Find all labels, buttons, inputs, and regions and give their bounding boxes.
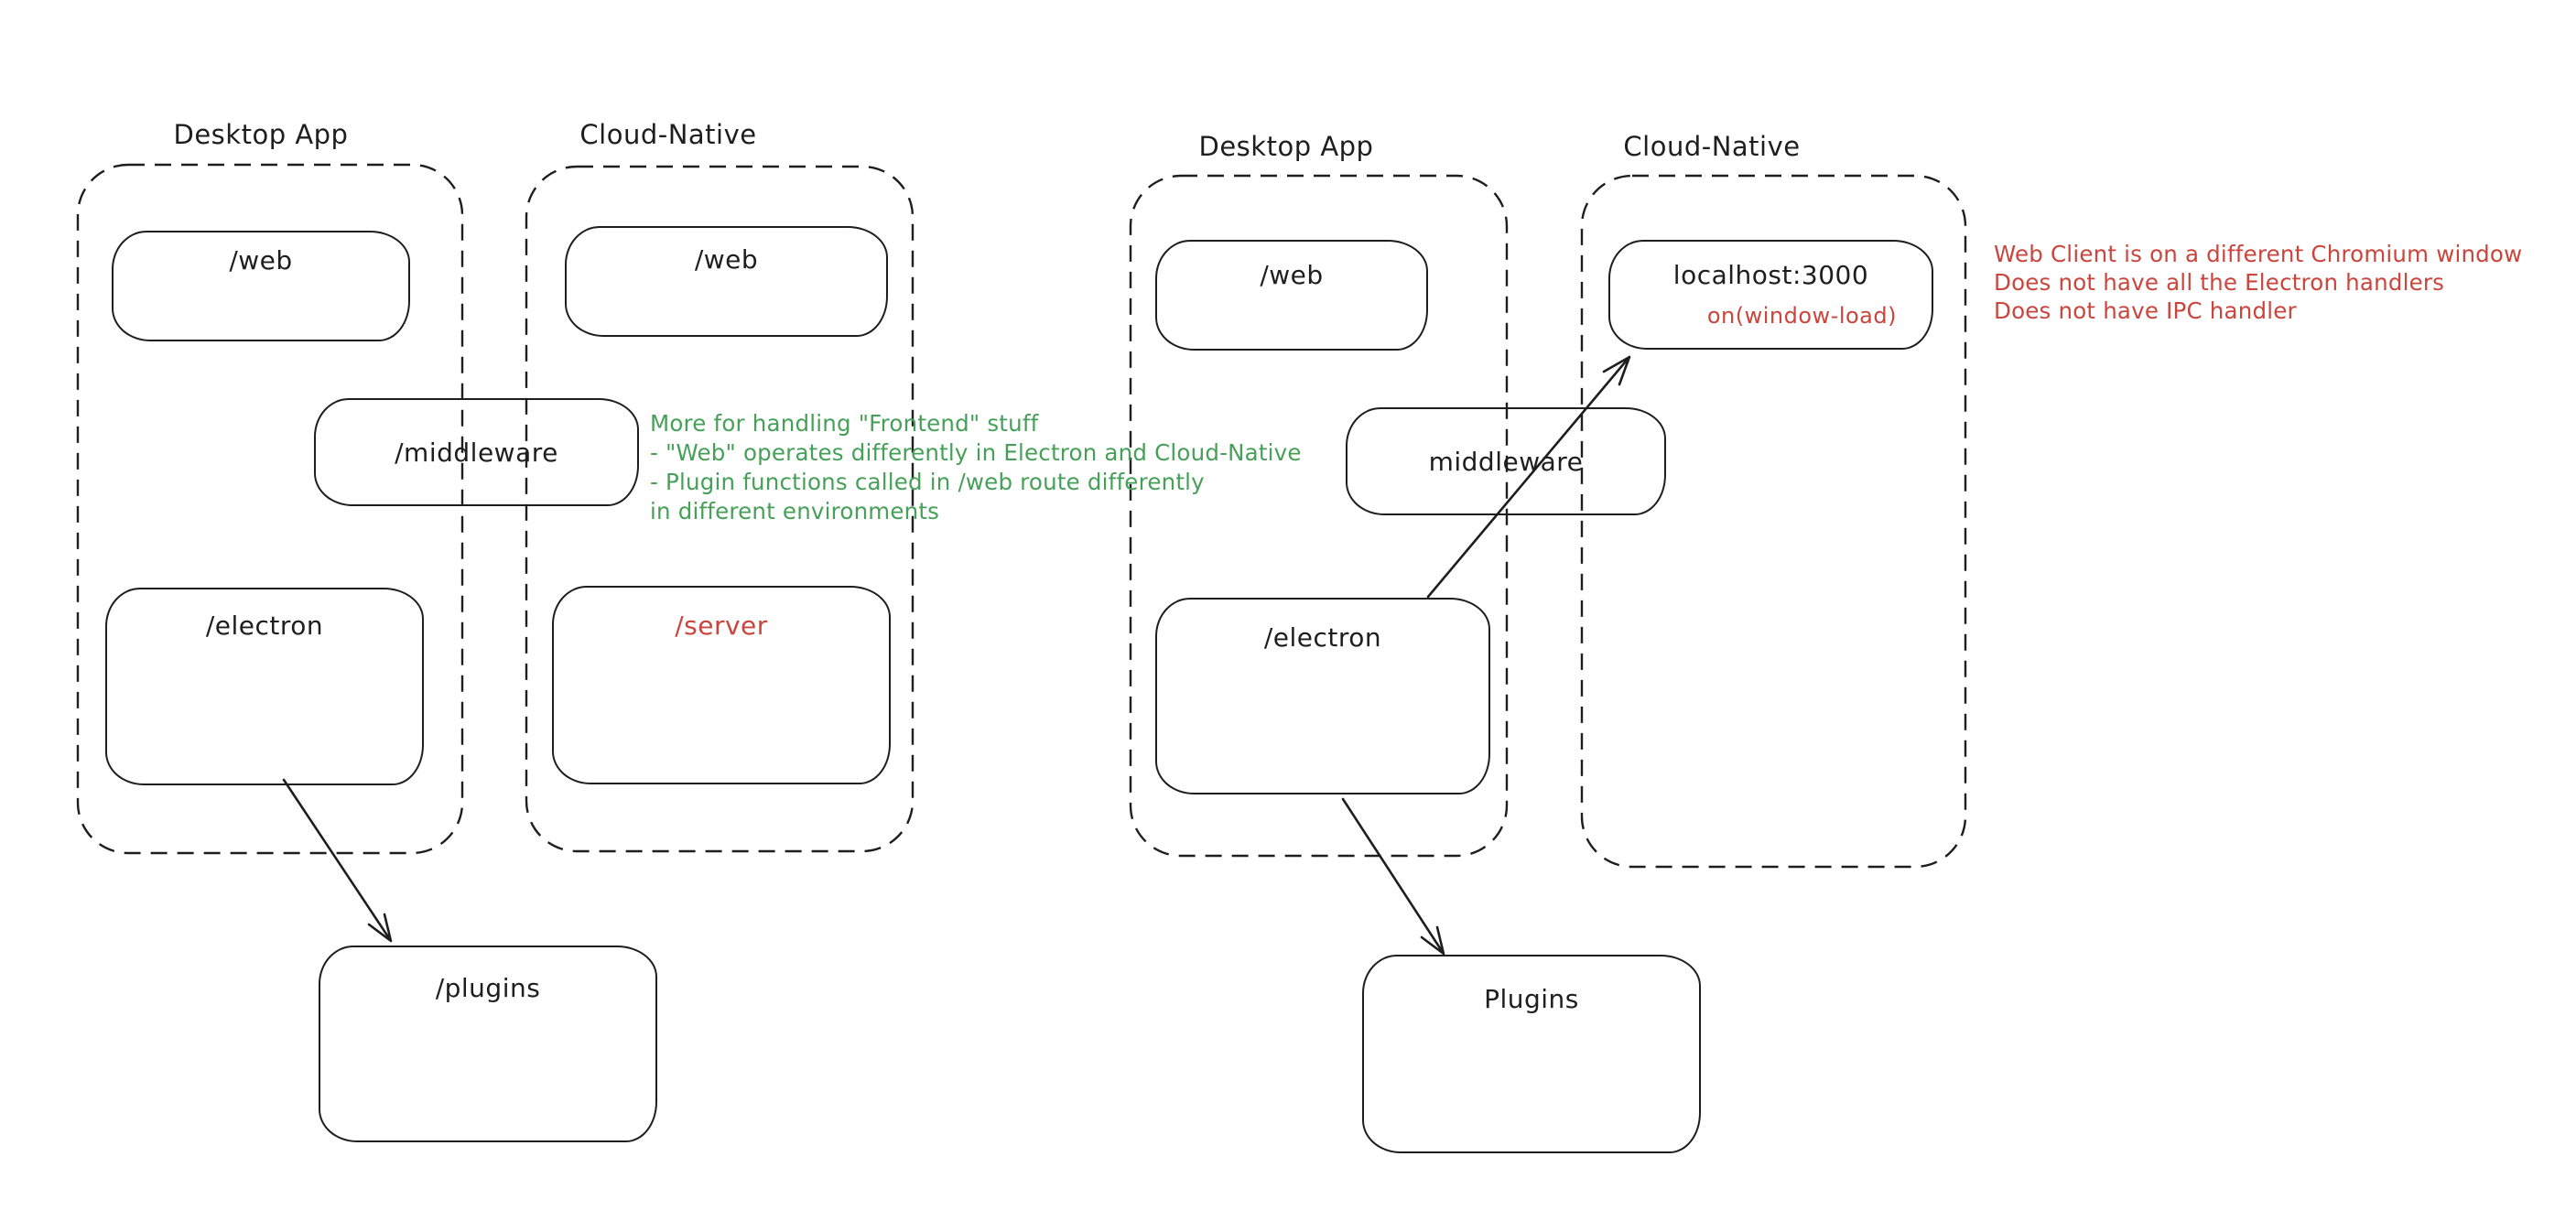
box-electron-left: /electron xyxy=(105,588,424,785)
box-plugins-left-label: /plugins xyxy=(435,973,541,1003)
box-server-label: /server xyxy=(675,611,768,641)
box-web-cloud-left-label: /web xyxy=(694,244,759,275)
note-web-client-line-3: Does not have IPC handler xyxy=(1994,297,2297,324)
box-electron-left-label: /electron xyxy=(205,611,324,641)
box-middleware-right-label: middleware xyxy=(1428,446,1584,477)
arrow-electron-to-plugins-right xyxy=(1341,797,1445,956)
box-localhost-event-label: on(window-load) xyxy=(1706,303,1897,329)
note-frontend-line-4: in different environments xyxy=(650,498,940,524)
box-server: /server xyxy=(552,586,891,784)
box-web-right: /web xyxy=(1155,240,1428,351)
arrow-electron-to-plugins-left xyxy=(282,778,393,943)
group-label-cloud-native-right: Cloud-Native xyxy=(1623,131,1801,162)
group-label-desktop-app-right: Desktop App xyxy=(1198,131,1374,162)
box-plugins-right: Plugins xyxy=(1362,955,1701,1153)
box-localhost-3000: localhost:3000 on(window-load) xyxy=(1608,240,1933,350)
note-frontend-line-3: - Plugin functions called in /web route … xyxy=(650,469,1205,495)
note-frontend-line-2: - "Web" operates differently in Electron… xyxy=(650,439,1302,466)
box-plugins-right-label: Plugins xyxy=(1484,984,1579,1014)
box-web-desktop-left-label: /web xyxy=(229,245,293,276)
note-frontend-handling: More for handling "Frontend" stuff - "We… xyxy=(650,409,1302,526)
box-middleware-left-label: /middleware xyxy=(395,437,558,468)
note-web-client-limitations: Web Client is on a different Chromium wi… xyxy=(1994,240,2522,325)
group-label-desktop-app-left: Desktop App xyxy=(173,119,349,150)
note-frontend-line-1: More for handling "Frontend" stuff xyxy=(650,410,1039,437)
note-web-client-line-1: Web Client is on a different Chromium wi… xyxy=(1994,241,2523,267)
note-web-client-line-2: Does not have all the Electron handlers xyxy=(1994,269,2445,296)
box-web-cloud-left: /web xyxy=(565,226,888,337)
box-middleware-right: middleware xyxy=(1346,407,1666,515)
box-localhost-3000-label: localhost:3000 xyxy=(1672,260,1869,290)
box-web-desktop-left: /web xyxy=(112,231,410,341)
box-web-right-label: /web xyxy=(1260,260,1324,290)
box-electron-right: /electron xyxy=(1155,598,1490,794)
box-electron-right-label: /electron xyxy=(1263,622,1382,653)
group-label-cloud-native-left: Cloud-Native xyxy=(579,119,757,150)
box-plugins-left: /plugins xyxy=(319,946,657,1142)
box-middleware-left: /middleware xyxy=(314,398,639,506)
